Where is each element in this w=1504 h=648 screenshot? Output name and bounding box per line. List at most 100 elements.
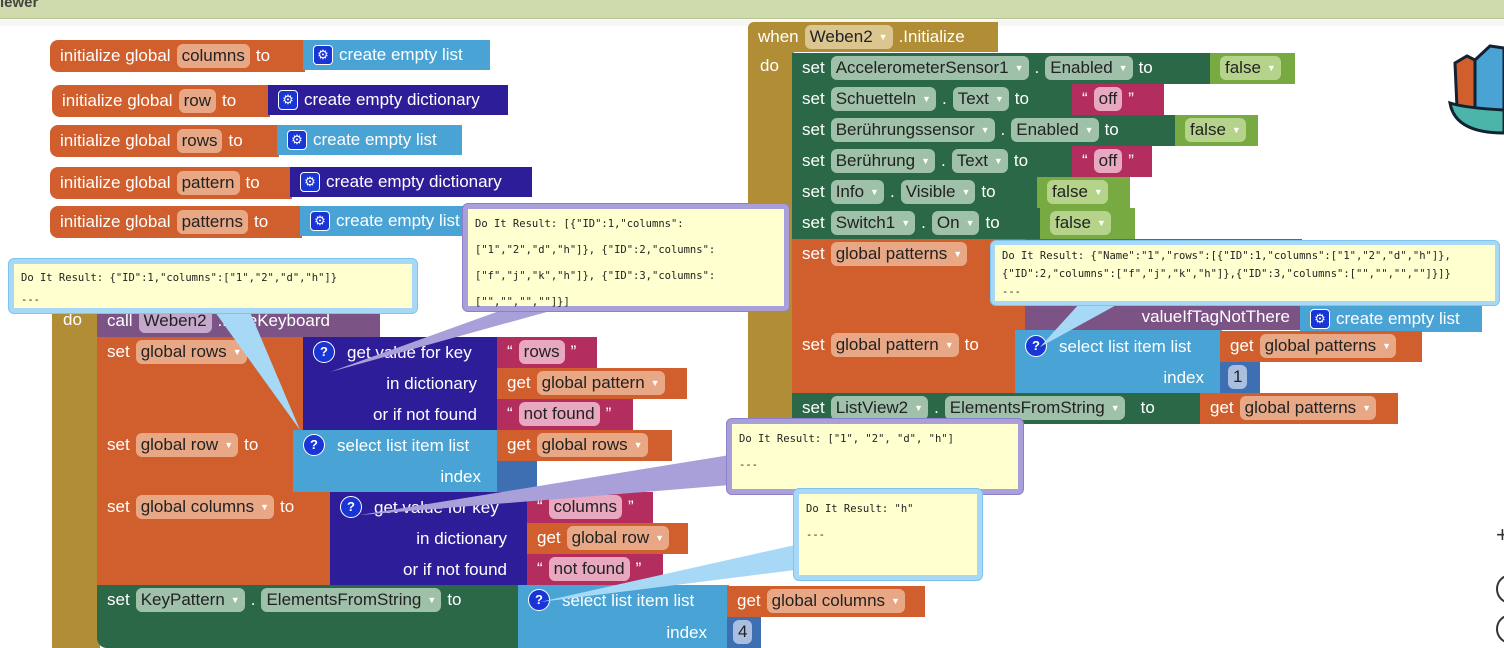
property-dropdown[interactable]: Text▼: [952, 86, 1009, 112]
logic-false-block[interactable]: false▼: [1040, 208, 1135, 239]
gear-icon[interactable]: ⚙: [313, 45, 333, 65]
event-block-rail[interactable]: do: [52, 296, 100, 648]
create-empty-list-block[interactable]: ⚙create empty list: [303, 40, 490, 70]
property-dropdown[interactable]: ElementsFromString▼: [944, 395, 1125, 421]
var-dropdown[interactable]: global patterns▼: [1259, 333, 1397, 359]
bool-dropdown[interactable]: false▼: [1050, 210, 1111, 236]
help-icon[interactable]: ?: [303, 434, 325, 456]
gear-icon[interactable]: ⚙: [287, 130, 307, 150]
bool-dropdown[interactable]: false▼: [1185, 117, 1246, 143]
text-block-rows[interactable]: “rows”: [497, 337, 597, 368]
do-it-result-bubble[interactable]: Do It Result: {"ID":1,"columns":["1","2"…: [8, 258, 418, 314]
do-it-result-bubble[interactable]: Do It Result: ["1", "2", "d", "h"] ---: [726, 418, 1024, 495]
text-value[interactable]: rows: [518, 340, 565, 364]
bool-dropdown[interactable]: false▼: [1047, 179, 1108, 205]
do-it-result-bubble[interactable]: Do It Result: [{"ID":1,"columns": ["1","…: [462, 203, 790, 312]
component-dropdown[interactable]: ListView2▼: [830, 395, 929, 421]
var-name[interactable]: patterns: [176, 210, 249, 234]
component-dropdown[interactable]: Switch1▼: [830, 210, 916, 236]
help-icon[interactable]: ?: [340, 496, 362, 518]
component-dropdown[interactable]: Schuetteln▼: [830, 86, 936, 112]
help-icon[interactable]: ?: [313, 341, 335, 363]
var-name[interactable]: columns: [176, 44, 250, 68]
select-list-item-block[interactable]: ? select list item list index: [518, 585, 729, 648]
var-dropdown[interactable]: global pattern▼: [830, 332, 959, 358]
var-name[interactable]: row: [178, 89, 216, 113]
component-dropdown[interactable]: Berührungssensor▼: [830, 117, 995, 143]
gear-icon[interactable]: ⚙: [310, 211, 330, 231]
property-dropdown[interactable]: Text▼: [951, 148, 1008, 174]
do-it-result-bubble[interactable]: Do It Result: "h" ---: [793, 488, 983, 581]
var-name[interactable]: pattern: [176, 171, 240, 195]
number-block[interactable]: [497, 461, 537, 492]
gear-icon[interactable]: ⚙: [1310, 309, 1330, 329]
text-block-not-found[interactable]: “not found”: [527, 554, 663, 585]
gear-icon[interactable]: ⚙: [300, 172, 320, 192]
text-block-off[interactable]: “off”: [1072, 84, 1164, 115]
component-dropdown[interactable]: Berührung▼: [830, 148, 935, 174]
component-dropdown[interactable]: Info▼: [830, 179, 884, 205]
var-dropdown[interactable]: global patterns▼: [830, 241, 968, 267]
select-list-item-block[interactable]: ? select list item list index: [293, 430, 499, 492]
component-dropdown[interactable]: Weben2▼: [804, 24, 893, 50]
property-dropdown[interactable]: Visible▼: [900, 179, 976, 205]
text-block-columns[interactable]: “columns”: [527, 492, 653, 523]
reset-view-button[interactable]: [1496, 614, 1504, 644]
component-dropdown[interactable]: KeyPattern▼: [135, 587, 245, 613]
zoom-in-button[interactable]: +: [1496, 522, 1504, 547]
text-value[interactable]: not found: [548, 557, 630, 581]
var-dropdown[interactable]: global row▼: [135, 432, 239, 458]
text-block-off[interactable]: “off”: [1072, 146, 1152, 177]
create-empty-list-block[interactable]: ⚙create empty list: [300, 206, 480, 236]
property-dropdown[interactable]: Enabled▼: [1045, 55, 1133, 81]
property-dropdown[interactable]: On▼: [931, 210, 980, 236]
property-dropdown[interactable]: ElementsFromString▼: [261, 587, 442, 613]
create-empty-list-block[interactable]: ⚙create empty list: [277, 125, 462, 155]
help-icon[interactable]: ?: [528, 589, 550, 611]
logic-false-block[interactable]: false▼: [1037, 177, 1130, 208]
component-dropdown[interactable]: AccelerometerSensor1▼: [830, 55, 1029, 81]
get-value-for-key-block[interactable]: ? get value for key in dictionary or if …: [303, 337, 499, 430]
logic-false-block[interactable]: false▼: [1210, 53, 1295, 84]
text-value[interactable]: not found: [518, 402, 600, 426]
var-dropdown[interactable]: global rows▼: [536, 432, 648, 458]
create-empty-dictionary-block[interactable]: ⚙create empty dictionary: [268, 85, 508, 115]
help-icon[interactable]: ?: [1025, 335, 1047, 357]
text-value[interactable]: off: [1093, 149, 1123, 173]
var-dropdown[interactable]: global columns▼: [766, 588, 905, 614]
var-dropdown[interactable]: global pattern▼: [536, 370, 665, 396]
zoom-out-button[interactable]: [1496, 574, 1504, 604]
var-dropdown[interactable]: global row▼: [566, 525, 670, 551]
bool-dropdown[interactable]: false▼: [1220, 55, 1281, 81]
select-list-item-block[interactable]: ? select list item list index: [1015, 330, 1222, 393]
number-block[interactable]: 1: [1220, 362, 1260, 393]
text-value[interactable]: columns: [548, 495, 622, 519]
do-it-result-bubble[interactable]: Do It Result: {"Name":"1","rows":[{"ID":…: [990, 240, 1500, 306]
number-block[interactable]: 4: [727, 617, 761, 648]
var-dropdown[interactable]: global rows▼: [135, 339, 247, 365]
number-value[interactable]: 1: [1228, 365, 1248, 389]
var-name[interactable]: rows: [176, 129, 223, 153]
property-dropdown[interactable]: Enabled▼: [1011, 117, 1099, 143]
